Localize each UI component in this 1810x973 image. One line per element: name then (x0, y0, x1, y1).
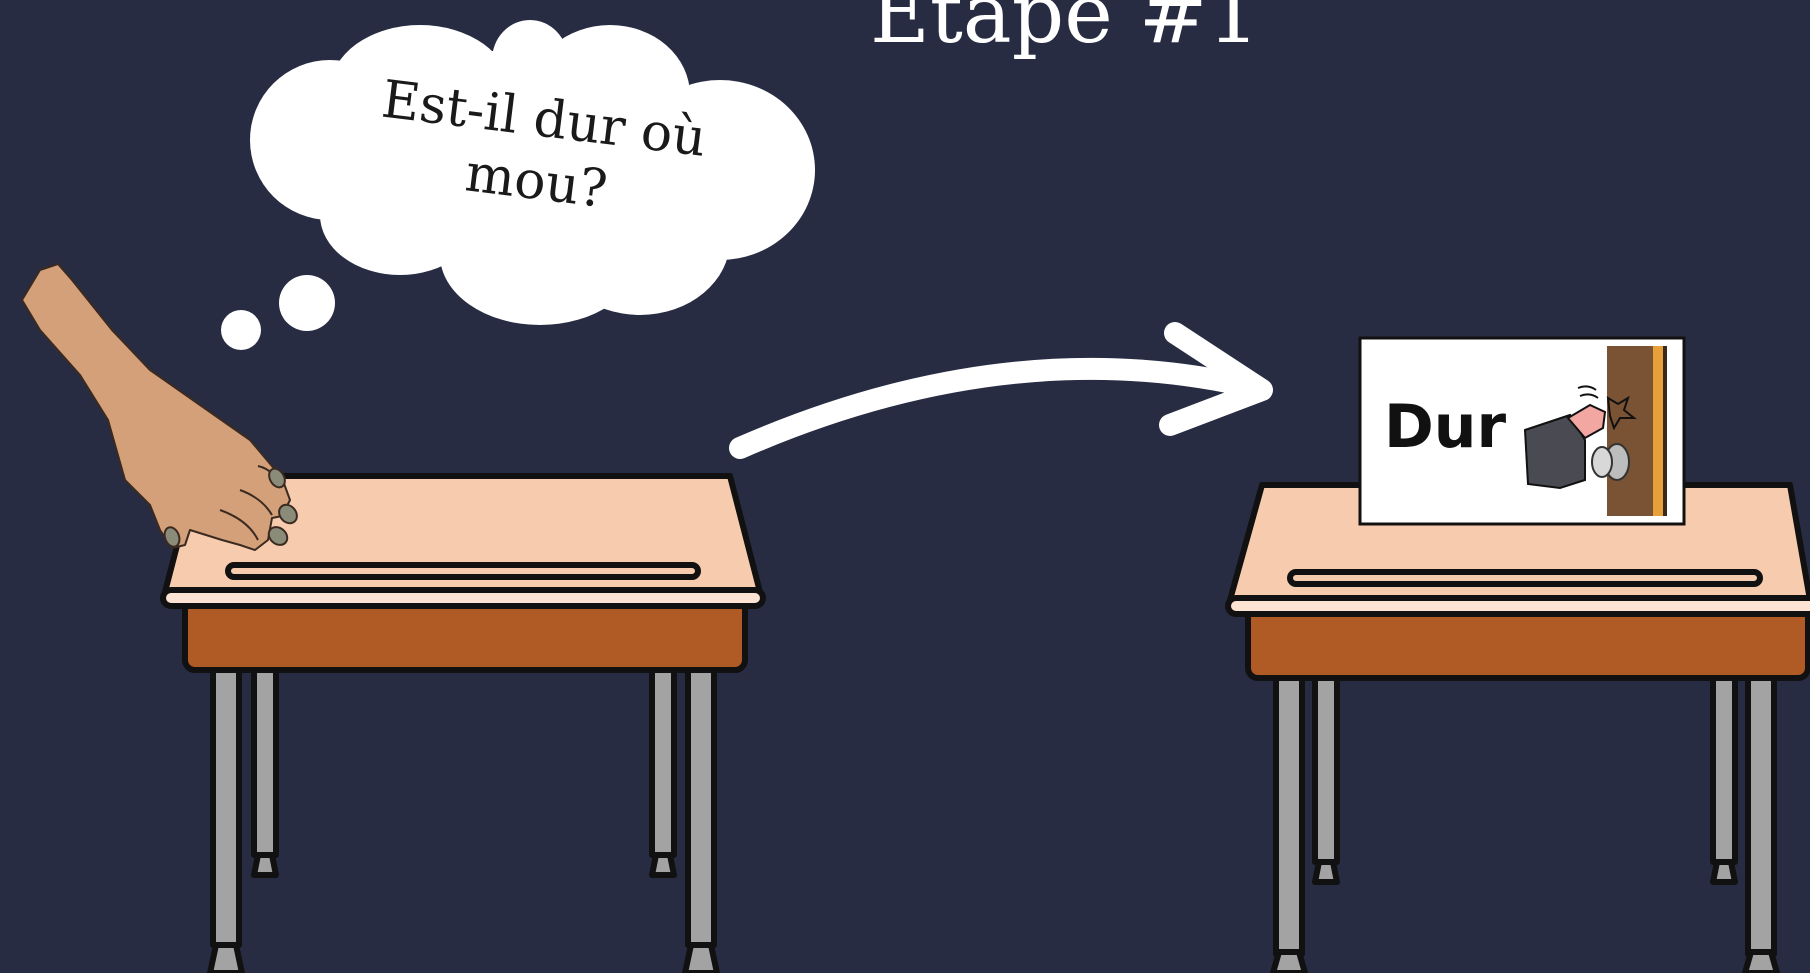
thought-bubble (221, 20, 815, 350)
arrow-icon (729, 322, 1273, 459)
hand-icon (21, 263, 298, 551)
thought-dot-small (221, 310, 261, 350)
desk-right (1225, 482, 1810, 973)
thought-dot-large (279, 275, 335, 331)
result-card-label: Dur (1384, 392, 1507, 462)
page-title: Étape #1 (870, 0, 1260, 62)
result-card (1358, 336, 1686, 526)
desk-left (160, 473, 766, 973)
